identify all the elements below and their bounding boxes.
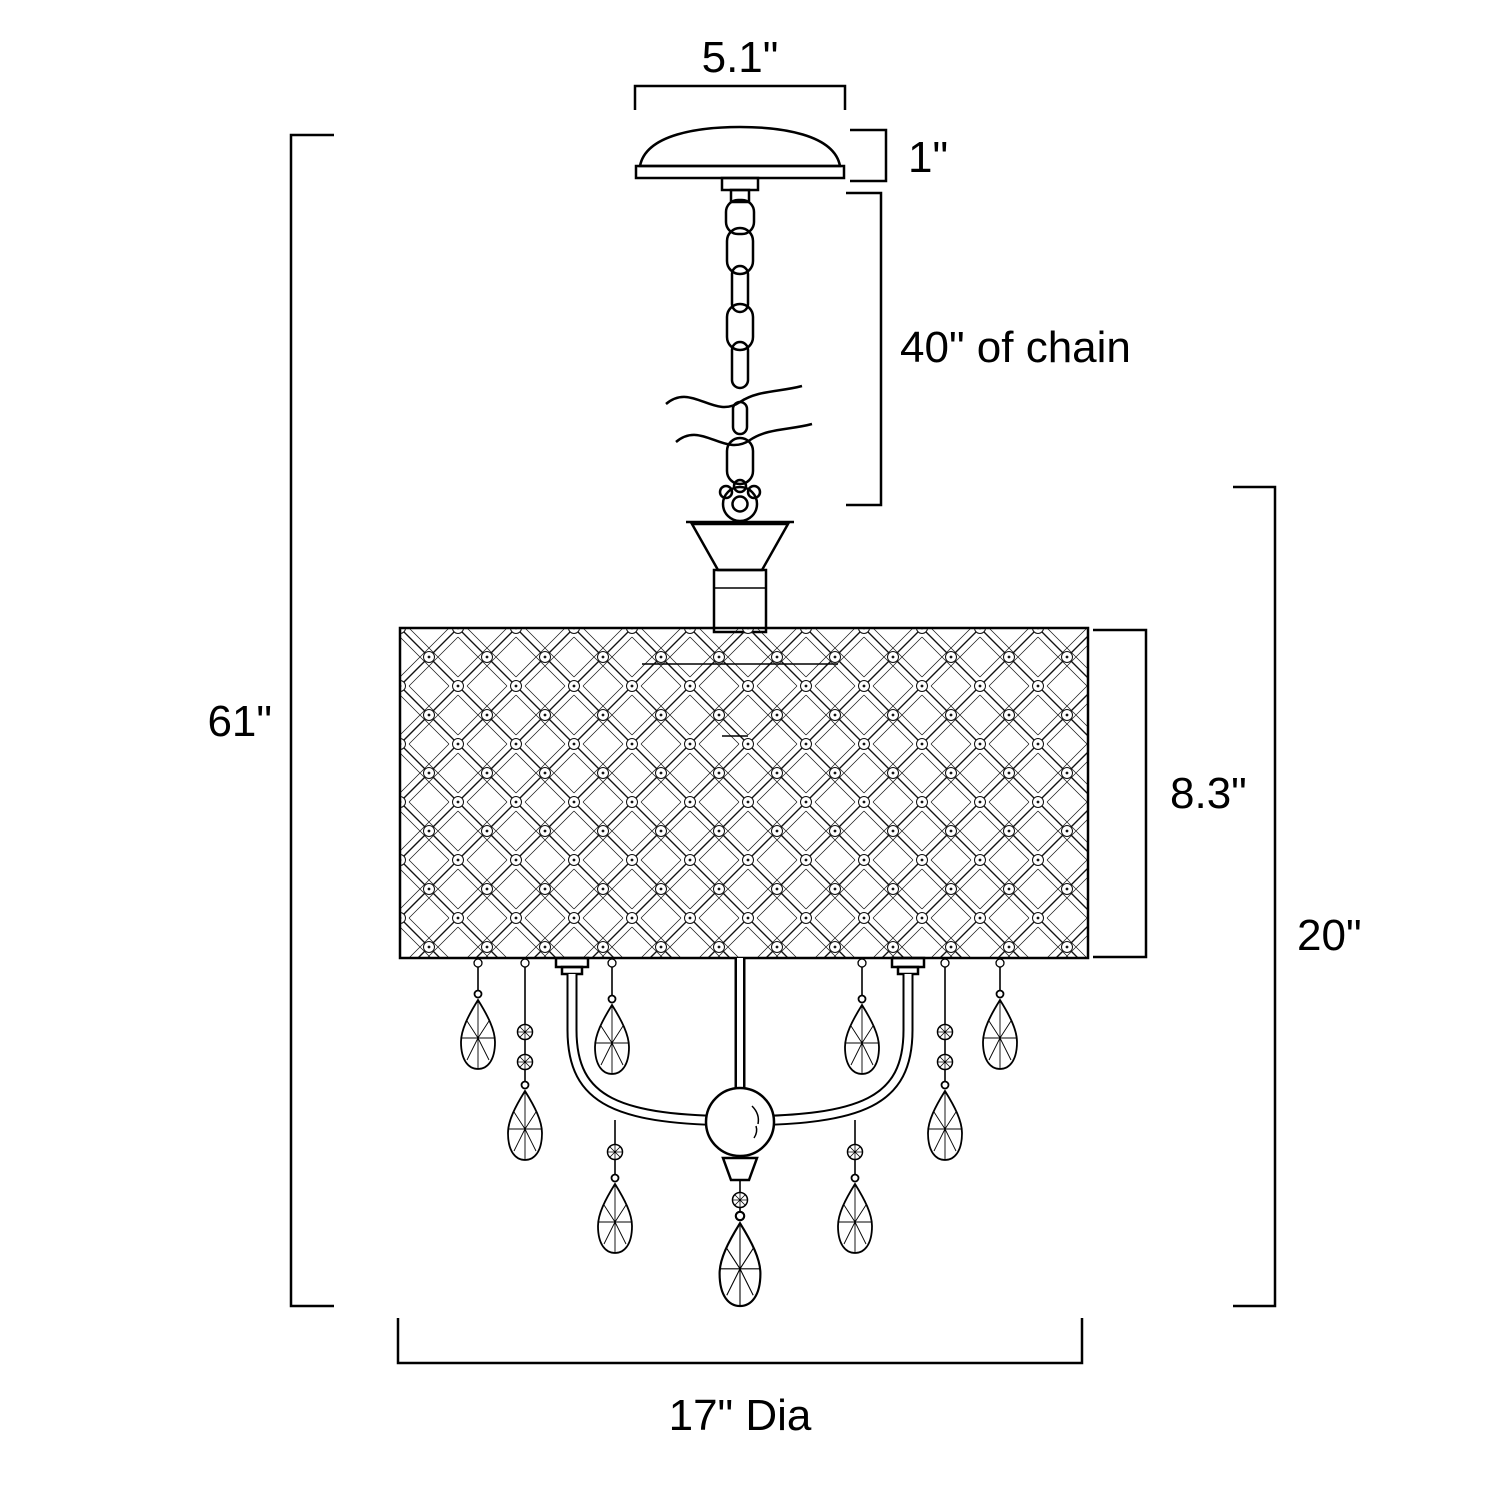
left-arm [566,974,741,1127]
dimension-labels: 5.1" 1" 40" of chain 61" 8.3" 20" 17" Di… [207,33,1361,1440]
crystal-teardrop-icon [844,994,880,1075]
crystal-bead-icon [606,1143,624,1161]
chain-break-squiggle [665,384,813,447]
label-fixture-height: 20" [1297,911,1362,960]
label-canopy-width: 5.1" [702,33,779,82]
crystal-bead-icon [516,1023,534,1041]
rim-attachment-beads [473,958,1005,968]
drum-shade [398,626,1090,960]
crystal-bead-icon [936,1053,954,1071]
label-shade-height: 8.3" [1170,769,1247,818]
label-canopy-height: 1" [908,133,948,182]
crystal-bead-icon [731,1191,749,1209]
crystal-teardrop-icon [982,989,1018,1070]
ceiling-canopy [634,125,846,204]
label-diameter: 17" Dia [669,1391,812,1440]
label-chain-length: 40" of chain [900,323,1131,372]
crystal-bead-icon [936,1023,954,1041]
crystal-teardrop-icon [718,1210,762,1308]
crystal-teardrop-icon [507,1080,543,1161]
bracket-canopy-width [633,84,847,110]
crystal-teardrop-icon [927,1080,963,1161]
bracket-chain-length [846,191,883,507]
label-overall-height: 61" [207,697,272,746]
right-arm [739,974,914,1127]
bracket-fixture-height [1233,485,1277,1308]
dimension-brackets [289,84,1277,1365]
bracket-shade-height [1093,628,1148,959]
crystal-bead-icon [516,1053,534,1071]
crystal-bead-icon [846,1143,864,1161]
crystal-teardrop-icon [594,994,630,1075]
crystal-teardrop-icon [460,989,496,1070]
bracket-overall-height [289,133,334,1308]
bracket-diameter [396,1318,1084,1365]
crystal-teardrop-icon [837,1173,873,1254]
crystal-teardrop-icon [597,1173,633,1254]
stem-socket [686,520,794,634]
bracket-canopy-height [850,128,888,183]
hanging-chain [665,198,813,523]
center-ball [704,1086,776,1182]
decorative-ring [718,478,762,523]
drum-shade-body [398,626,1090,960]
